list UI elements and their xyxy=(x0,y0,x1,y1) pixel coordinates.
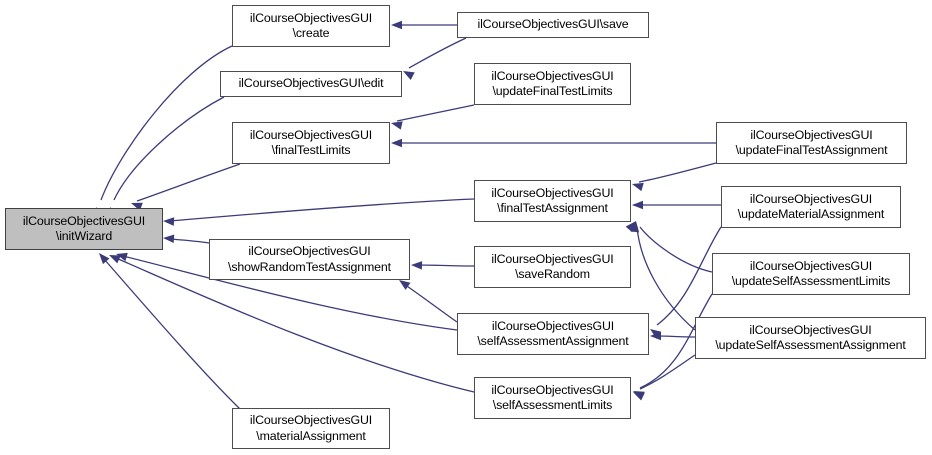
graph-node-showRandomTestAssignment[interactable]: ilCourseObjectivesGUI \showRandomTestAss… xyxy=(209,239,410,280)
graph-node-label: ilCourseObjectivesGUI \selfAssessmentLim… xyxy=(491,382,614,413)
graph-node-create[interactable]: ilCourseObjectivesGUI \create xyxy=(232,5,390,47)
graph-edge-arrowhead xyxy=(116,252,128,262)
graph-edge-arrowhead xyxy=(632,182,644,192)
graph-node-label: ilCourseObjectivesGUI \finalTestLimits xyxy=(249,127,373,158)
graph-node-save[interactable]: ilCourseObjectivesGUI\save xyxy=(457,12,649,38)
graph-edge xyxy=(169,198,475,222)
graph-node-updateFinalTestAssignment[interactable]: ilCourseObjectivesGUI \updateFinalTestAs… xyxy=(716,122,907,164)
graph-node-updateSelfAssessmentAssignment[interactable]: ilCourseObjectivesGUI \updateSelfAssessm… xyxy=(695,317,926,359)
graph-node-finalTestLimits[interactable]: ilCourseObjectivesGUI \finalTestLimits xyxy=(232,122,390,164)
graph-edge xyxy=(638,162,717,183)
graph-node-label: ilCourseObjectivesGUI \selfAssessmentAss… xyxy=(477,318,629,349)
graph-edge xyxy=(113,96,225,201)
graph-node-initWizard[interactable]: ilCourseObjectivesGUI \initWizard xyxy=(5,208,163,250)
graph-edge xyxy=(656,335,696,338)
graph-edge-arrowhead xyxy=(633,391,645,400)
graph-node-updateFinalTestLimits[interactable]: ilCourseObjectivesGUI \updateFinalTestLi… xyxy=(474,63,631,105)
graph-node-updateSelfAssessmentLimits[interactable]: ilCourseObjectivesGUI \updateSelfAssessm… xyxy=(712,253,910,295)
graph-node-label: ilCourseObjectivesGUI \saveRandom xyxy=(491,251,614,282)
graph-edge-arrowhead xyxy=(163,217,175,226)
graph-edge xyxy=(417,264,475,267)
graph-node-materialAssignment[interactable]: ilCourseObjectivesGUI \materialAssignmen… xyxy=(232,408,390,449)
graph-edge xyxy=(136,163,241,202)
graph-edge-arrowhead xyxy=(650,329,662,339)
graph-node-label: ilCourseObjectivesGUI \updateSelfAssessm… xyxy=(731,258,891,289)
graph-node-label: ilCourseObjectivesGUI\edit xyxy=(238,76,384,91)
graph-edge-arrowhead xyxy=(630,221,640,233)
graph-node-selfAssessmentLimits[interactable]: ilCourseObjectivesGUI \selfAssessmentLim… xyxy=(474,377,631,419)
graph-edge-arrowhead xyxy=(632,200,643,210)
graph-edge-arrowhead xyxy=(411,261,423,270)
graph-node-label: ilCourseObjectivesGUI \updateMaterialAss… xyxy=(737,191,885,222)
graph-edge xyxy=(408,37,467,69)
graph-node-label: ilCourseObjectivesGUI \create xyxy=(249,10,373,41)
graph-edge xyxy=(639,354,696,390)
graph-node-label: ilCourseObjectivesGUI \updateFinalTestAs… xyxy=(735,127,888,158)
graph-edge-arrowhead xyxy=(633,392,645,401)
graph-edge-arrowhead xyxy=(403,71,415,80)
graph-edge xyxy=(103,258,241,410)
graph-node-label: ilCourseObjectivesGUI \updateFinalTestLi… xyxy=(491,68,614,99)
graph-node-label: ilCourseObjectivesGUI \materialAssignmen… xyxy=(249,413,373,443)
graph-edge xyxy=(100,45,233,201)
graph-edge-arrowhead xyxy=(391,138,402,148)
graph-node-label: ilCourseObjectivesGUI \updateSelfAssessm… xyxy=(715,322,906,353)
graph-node-label: ilCourseObjectivesGUI \showRandomTestAss… xyxy=(228,244,391,274)
graph-edge-arrowhead xyxy=(391,121,403,130)
graph-node-label: ilCourseObjectivesGUI\save xyxy=(477,17,629,32)
graph-edge xyxy=(639,226,713,273)
graph-node-edit[interactable]: ilCourseObjectivesGUI\edit xyxy=(220,71,402,97)
graph-edge-arrowhead xyxy=(391,20,402,30)
graph-node-selfAssessmentAssignment[interactable]: ilCourseObjectivesGUI \selfAssessmentAss… xyxy=(457,313,649,355)
graph-edge-arrowhead xyxy=(109,255,121,264)
graph-edge xyxy=(403,283,458,323)
graph-node-updateMaterialAssignment[interactable]: ilCourseObjectivesGUI \updateMaterialAss… xyxy=(721,186,901,228)
graph-node-saveRandom[interactable]: ilCourseObjectivesGUI \saveRandom xyxy=(474,246,631,288)
graph-node-label: ilCourseObjectivesGUI \finalTestAssignme… xyxy=(491,185,614,216)
graph-edge xyxy=(169,238,210,244)
graph-node-finalTestAssignment[interactable]: ilCourseObjectivesGUI \finalTestAssignme… xyxy=(474,180,631,222)
graph-edge-arrowhead xyxy=(650,331,661,341)
graph-edge-arrowhead xyxy=(99,253,110,265)
graph-node-label: ilCourseObjectivesGUI \initWizard xyxy=(22,213,146,244)
graph-edge-arrowhead xyxy=(163,234,175,244)
graph-edge xyxy=(396,104,475,122)
